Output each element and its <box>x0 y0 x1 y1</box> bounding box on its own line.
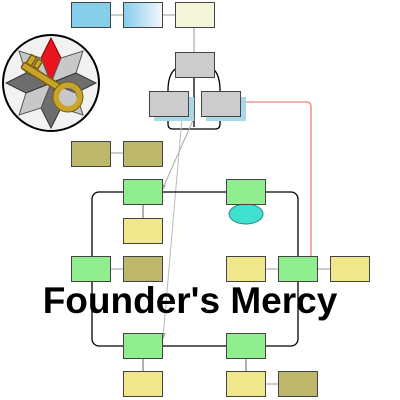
decision-ellipse <box>228 203 264 225</box>
node-green-right <box>278 256 318 282</box>
node-green-top-left <box>123 179 163 205</box>
node-khaki-far-right <box>330 256 370 282</box>
node-gray-right <box>201 91 241 117</box>
node-cream <box>175 2 215 28</box>
node-green-bottom-right <box>226 333 266 359</box>
node-blue-gradient <box>123 2 163 28</box>
caption-title: Founder's Mercy <box>42 280 338 321</box>
node-olive-1 <box>71 141 111 167</box>
node-green-top-right <box>226 179 266 205</box>
node-green-bottom-left <box>123 333 163 359</box>
node-blue-1 <box>71 2 111 28</box>
node-olive-bottom <box>278 371 318 397</box>
node-gray-top <box>175 52 215 78</box>
node-khaki-mid <box>226 256 266 282</box>
key-icon <box>20 53 84 113</box>
node-olive-mid <box>123 256 163 282</box>
node-gray-left <box>149 91 189 117</box>
compass-star-key-icon <box>2 34 100 132</box>
node-khaki-bottom-left <box>123 371 163 397</box>
node-khaki-bottom-right <box>226 371 266 397</box>
node-khaki-upper <box>123 218 163 244</box>
node-green-left <box>71 256 111 282</box>
node-olive-2 <box>123 141 163 167</box>
